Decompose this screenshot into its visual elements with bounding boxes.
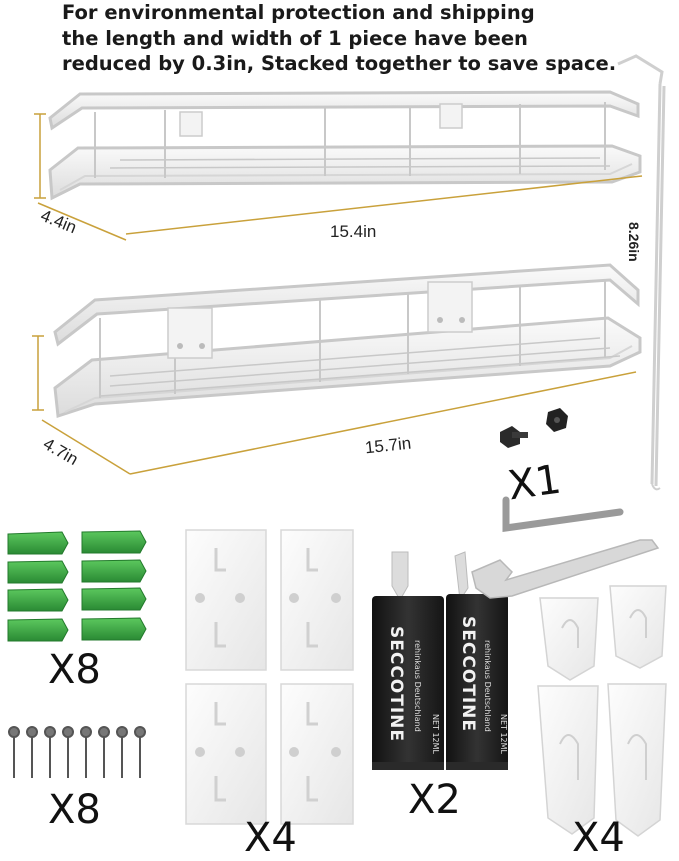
adhesive-plate-hooks xyxy=(214,548,318,802)
headline: For environmental protection and shippin… xyxy=(62,0,662,77)
rail xyxy=(617,54,666,491)
glue-tube-1-brand: SECCOTINE xyxy=(386,626,406,743)
adhesive-plate-holes xyxy=(195,593,341,757)
top-shelf-dimension-lines xyxy=(34,113,643,241)
glue-tubes-quantity: X2 xyxy=(408,777,461,823)
hooks-quantity: X4 xyxy=(572,815,625,861)
top-shelf-length-label: 15.4in xyxy=(330,222,377,241)
adhesive-plates xyxy=(185,529,354,825)
bottom-shelf-dimension-lines xyxy=(32,335,637,475)
adhesive-plates-quantity: X4 xyxy=(244,815,297,861)
wrench-icon xyxy=(471,539,660,599)
glue-tube-2-brand: SECCOTINE xyxy=(458,616,478,733)
glue-tube-1-maker: rehinkaus Deutschland xyxy=(413,640,422,732)
anchors-quantity: X8 xyxy=(48,647,101,693)
headline-line-3: reduced by 0.3in, Stacked together to sa… xyxy=(62,52,617,75)
screws-quantity: X8 xyxy=(48,787,101,833)
hardware-quantity: X1 xyxy=(505,456,564,510)
bottom-shelf xyxy=(53,263,642,418)
hex-nut-icon xyxy=(546,408,568,432)
screws xyxy=(8,726,146,778)
glue-tube-1-net: NET 12ML xyxy=(431,714,440,755)
wall-hooks xyxy=(537,585,667,837)
glue-tube-2-net: NET 12ML xyxy=(499,714,508,755)
wall-hook-cutouts xyxy=(559,609,647,780)
headline-line-2: the length and width of 1 piece have bee… xyxy=(62,26,528,50)
allen-key-icon xyxy=(502,496,624,533)
hex-bolt-icon xyxy=(500,426,528,448)
headline-line-1: For environmental protection and shippin… xyxy=(62,1,535,24)
glue-tubes xyxy=(372,551,508,770)
wall-anchors xyxy=(7,530,147,642)
top-shelf xyxy=(48,90,642,201)
rail-length-label: 8.26in xyxy=(626,222,642,262)
glue-tube-2-maker: rehinkaus Deutschland xyxy=(483,640,492,732)
